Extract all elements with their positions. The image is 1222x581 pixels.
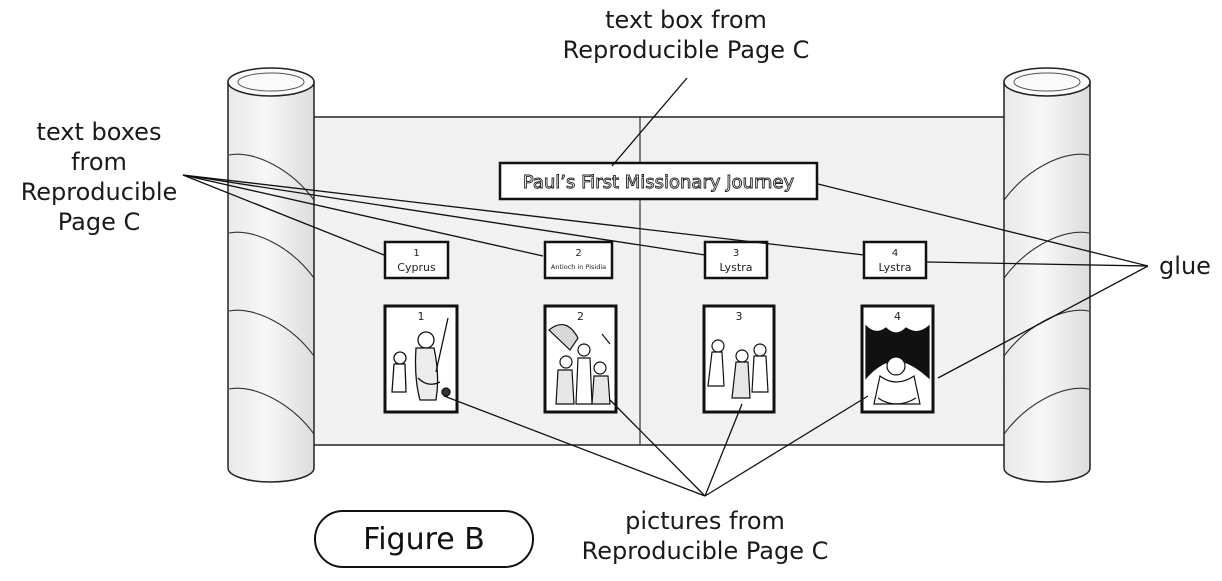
- text-box-number: 2: [575, 248, 581, 259]
- callout-glue: glue: [1150, 251, 1220, 281]
- text-box-place: Lystra: [720, 261, 753, 274]
- callout-line: Reproducible Page C: [581, 537, 829, 565]
- leader-line-title: [611, 77, 688, 167]
- picture-card-4: 4: [860, 304, 935, 414]
- callout-line: Reproducible: [20, 178, 178, 206]
- callout-line: glue: [1159, 252, 1211, 280]
- leader-line-picture-4: [704, 395, 869, 497]
- leader-line-glue-box: [926, 261, 1149, 267]
- callout-line: from: [71, 148, 127, 176]
- leader-line-box-1: [182, 174, 385, 256]
- callout-line: Reproducible Page C: [562, 36, 810, 64]
- picture-number: 2: [577, 310, 584, 323]
- picture-card-1: 1: [383, 304, 459, 414]
- picture-number: 3: [736, 310, 743, 323]
- picture-card-2: 2: [543, 304, 618, 414]
- leader-line-glue-title: [817, 183, 1149, 267]
- text-box-number: 1: [413, 248, 419, 259]
- picture-card-3: 3: [702, 304, 776, 414]
- illustration-lystra: [707, 339, 769, 399]
- text-box-4: 4 Lystra: [862, 240, 928, 280]
- text-box-place: Lystra: [879, 261, 912, 274]
- text-box-place: Cyprus: [397, 261, 436, 274]
- leader-line-box-4: [182, 174, 865, 256]
- right-scroll-roll: [1003, 67, 1091, 483]
- text-box-3: 3 Lystra: [703, 240, 769, 280]
- callout-line: pictures from: [625, 507, 785, 535]
- callout-text-boxes: text boxes from Reproducible Page C: [14, 117, 184, 237]
- text-box-2: 2 Antioch in Pisidia: [543, 240, 614, 280]
- figure-label: Figure B: [314, 510, 534, 568]
- text-box-1: 1 Cyprus: [383, 240, 450, 280]
- picture-number: 1: [418, 310, 425, 323]
- title-text: Paul’s First Missionary Journey: [523, 172, 795, 193]
- callout-line: text boxes: [36, 118, 162, 146]
- leader-line-picture-3: [704, 403, 743, 497]
- left-scroll-roll: [227, 67, 315, 483]
- title-text-box: Paul’s First Missionary Journey: [498, 161, 819, 201]
- callout-title-text-box: text box from Reproducible Page C: [516, 5, 856, 65]
- leader-line-picture-2: [609, 399, 706, 497]
- leader-line-box-3: [182, 174, 706, 256]
- leader-line-glue-picture: [937, 265, 1149, 379]
- picture-number: 4: [894, 310, 901, 323]
- illustration-stoning: [865, 324, 930, 405]
- leader-line-picture-1: [443, 395, 706, 497]
- callout-line: Page C: [57, 208, 141, 236]
- callout-pictures: pictures from Reproducible Page C: [555, 506, 855, 566]
- illustration-crowd: [548, 323, 611, 405]
- leader-line-box-2: [182, 174, 544, 257]
- text-box-place: Antioch in Pisidia: [551, 263, 606, 271]
- text-box-number: 4: [892, 248, 898, 259]
- leader-lines: [182, 77, 1149, 497]
- text-box-number: 3: [733, 248, 739, 259]
- callout-line: text box from: [605, 6, 767, 34]
- illustration-apostles: [391, 317, 451, 401]
